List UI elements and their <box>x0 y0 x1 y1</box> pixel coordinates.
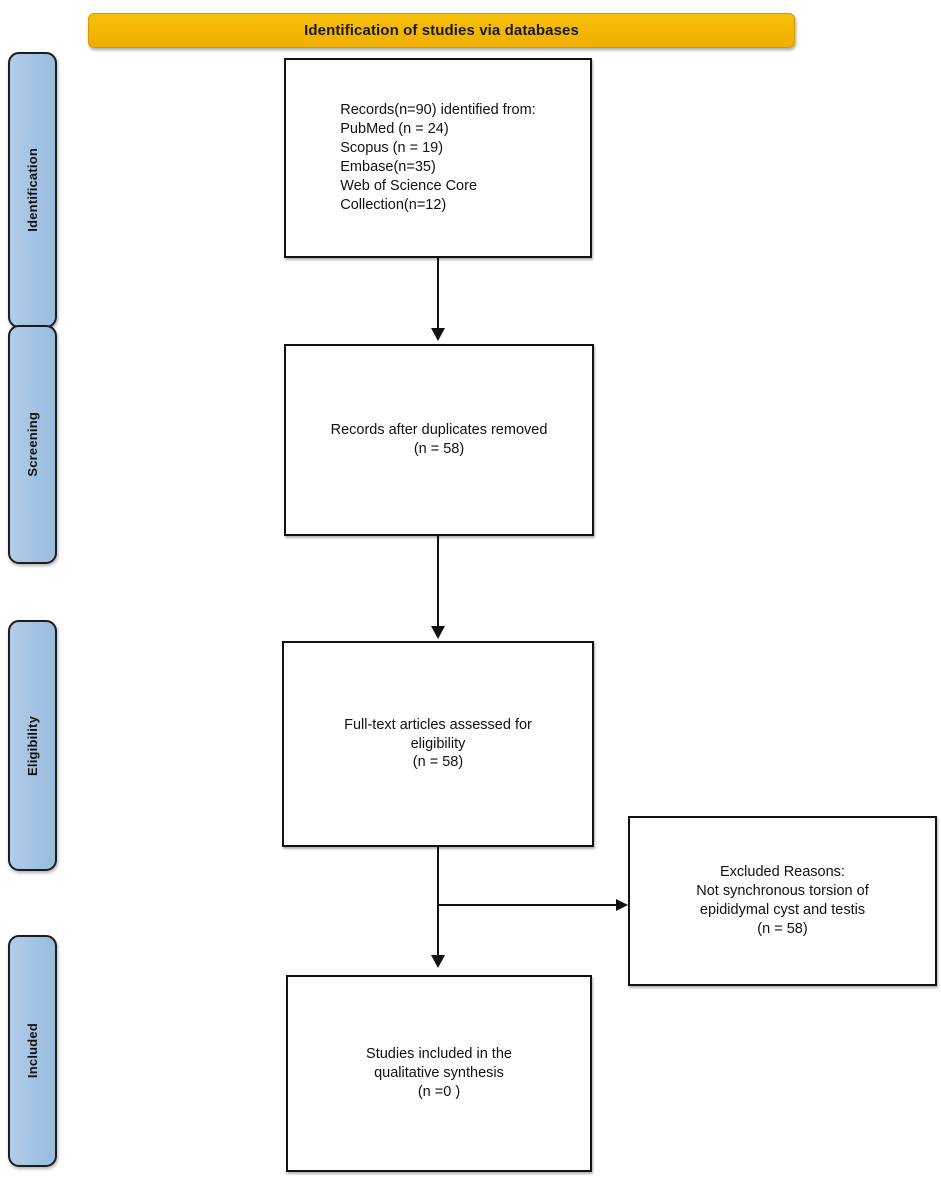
box-duplicates-removed-text: Records after duplicates removed (n = 58… <box>330 422 548 457</box>
connector-line-duplicates-to-fulltext <box>437 536 439 628</box>
stage-tab-identification: Identification <box>8 52 57 328</box>
box-records-identified: Records(n=90) identified from: PubMed (n… <box>284 58 592 258</box>
stage-tab-screening: Screening <box>8 325 57 564</box>
arrow-fulltext-to-included <box>431 955 445 968</box>
box-fulltext-assessed-text: Full-text articles assessed for eligibil… <box>344 716 532 771</box>
box-studies-included-text: Studies included in the qualitative synt… <box>366 1046 512 1100</box>
arrow-identified-to-duplicates <box>431 328 445 341</box>
box-excluded-reasons-text: Excluded Reasons: Not synchronous torsio… <box>696 864 869 937</box>
box-records-identified-text: Records(n=90) identified from: PubMed (n… <box>340 102 536 213</box>
box-duplicates-removed: Records after duplicates removed (n = 58… <box>284 344 594 536</box>
banner-identification-databases: Identification of studies via databases <box>88 13 795 48</box>
banner-title: Identification of studies via databases <box>304 22 579 39</box>
connector-line-fulltext-to-excluded <box>437 904 620 906</box>
box-excluded-reasons: Excluded Reasons: Not synchronous torsio… <box>628 816 937 986</box>
stage-tab-eligibility: Eligibility <box>8 620 57 871</box>
box-studies-included: Studies included in the qualitative synt… <box>286 975 592 1172</box>
arrow-fulltext-to-excluded <box>616 899 628 911</box>
connector-line-identified-to-duplicates <box>437 258 439 330</box>
arrow-duplicates-to-fulltext <box>431 626 445 639</box>
box-fulltext-assessed: Full-text articles assessed for eligibil… <box>282 641 594 847</box>
stage-tab-included: Included <box>8 935 57 1167</box>
stage-label-eligibility: Eligibility <box>25 715 40 776</box>
connector-line-fulltext-to-included <box>437 847 439 959</box>
stage-label-included: Included <box>25 1023 40 1079</box>
stage-label-identification: Identification <box>25 148 40 232</box>
stage-label-screening: Screening <box>25 412 40 477</box>
